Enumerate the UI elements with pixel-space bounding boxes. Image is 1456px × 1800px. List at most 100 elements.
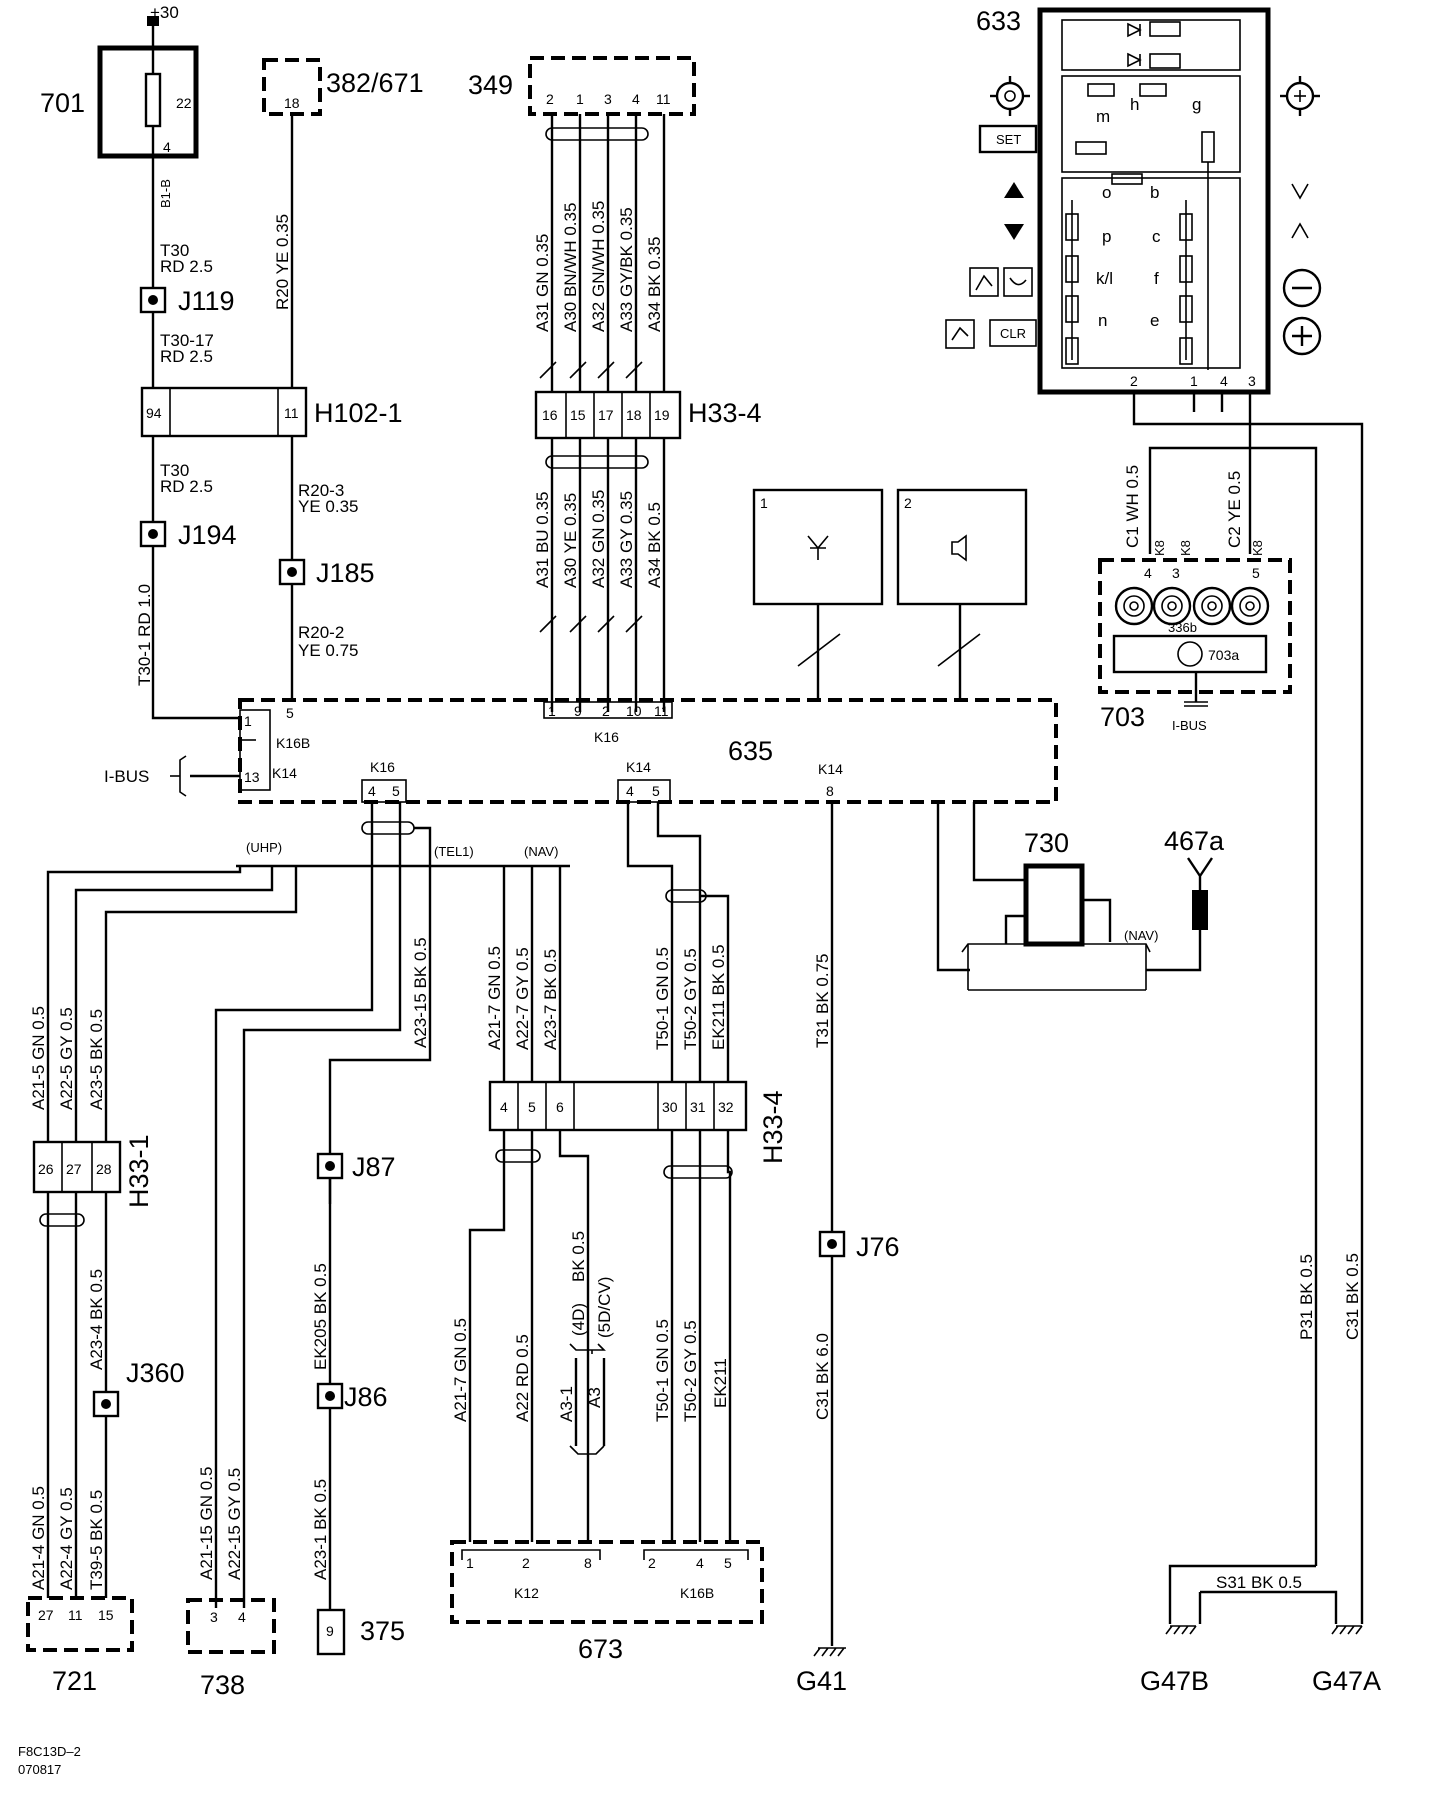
svg-text:2: 2 bbox=[648, 1555, 656, 1571]
wire-label-a225: A22-5 GY 0.5 bbox=[57, 1007, 76, 1110]
wire-label-a30a: A30 BN/WH 0.35 bbox=[561, 203, 580, 332]
svg-text:15: 15 bbox=[570, 407, 586, 423]
wire-label-ye05: C2 YE 0.5 bbox=[1225, 471, 1244, 548]
ground-g41-label: G41 bbox=[796, 1666, 847, 1696]
connector-j87: J87 bbox=[316, 1152, 396, 1182]
wire-label-bk05: BK 0.5 bbox=[569, 1231, 588, 1282]
wire-label-ye035: YE 0.35 bbox=[298, 497, 359, 516]
wire-label-k8b: K8 bbox=[1178, 540, 1193, 556]
svg-text:6: 6 bbox=[556, 1099, 564, 1115]
wire-label-b1b: B1-B bbox=[158, 179, 173, 208]
microphone-box: 1 bbox=[752, 488, 884, 700]
switch-o: o bbox=[1102, 183, 1111, 202]
component-375-label: 375 bbox=[360, 1616, 405, 1646]
component-382-label: 382/671 bbox=[326, 68, 424, 98]
wire-label-t502: T50-2 GY 0.5 bbox=[681, 948, 700, 1050]
label-k12: K12 bbox=[514, 1585, 539, 1601]
wire-label-s31: S31 BK 0.5 bbox=[1216, 1573, 1302, 1592]
chevron-up-icon bbox=[1291, 222, 1309, 239]
wire-label-k8c: K8 bbox=[1250, 540, 1265, 556]
component-703-label: 703 bbox=[1100, 702, 1145, 732]
wire-label-d5: (5D/CV) bbox=[595, 1277, 614, 1338]
plus30-label: +30 bbox=[150, 3, 179, 22]
label-nav-right: (NAV) bbox=[1124, 928, 1158, 943]
connector-h33a: 16 15 17 18 19 H33-4 bbox=[534, 390, 762, 440]
harness-lower: (UHP) (TEL1) (NAV) bbox=[46, 802, 730, 1608]
svg-text:1: 1 bbox=[466, 1555, 474, 1571]
svg-text:3: 3 bbox=[1248, 373, 1256, 389]
svg-text:10: 10 bbox=[626, 703, 642, 719]
wire-label-a33a: A33 GY/BK 0.35 bbox=[617, 207, 636, 332]
switch-f: f bbox=[1154, 269, 1159, 288]
component-738-label: 738 bbox=[200, 1670, 245, 1700]
wire-label-r20: R20 YE 0.35 bbox=[273, 214, 292, 310]
svg-text:5: 5 bbox=[652, 783, 660, 799]
wire-label-k8a: K8 bbox=[1152, 540, 1167, 556]
switch-c: c bbox=[1152, 227, 1161, 246]
svg-text:5: 5 bbox=[724, 1555, 732, 1571]
wire-label-ek205: EK205 BK 0.5 bbox=[311, 1263, 330, 1370]
component-721: 27 11 15 721 bbox=[26, 1596, 134, 1696]
switch-n: n bbox=[1098, 311, 1107, 330]
wire-label-a2315: A23-15 BK 0.5 bbox=[411, 937, 430, 1048]
component-375: 9 375 bbox=[316, 1608, 405, 1656]
arrow-up-icon bbox=[1004, 182, 1024, 198]
speaker-icon bbox=[951, 534, 967, 562]
footer-date: 070817 bbox=[18, 1762, 61, 1777]
connector-j119-label: J119 bbox=[178, 286, 235, 316]
svg-text:18: 18 bbox=[626, 407, 642, 423]
minus-icon bbox=[1282, 268, 1322, 308]
component-467a: 467a bbox=[1164, 826, 1225, 930]
wire-label-c31a: C31 BK 6.0 bbox=[813, 1333, 832, 1420]
ground-g47b-label: G47B bbox=[1140, 1666, 1209, 1696]
antenna-icon bbox=[1187, 857, 1213, 890]
switch-kl: k/l bbox=[1096, 269, 1113, 288]
connector-h33b: 4 5 6 30 31 32 H33-4 bbox=[488, 1080, 788, 1164]
svg-text:28: 28 bbox=[96, 1161, 112, 1177]
gear-icon bbox=[990, 76, 1030, 116]
svg-text:4: 4 bbox=[632, 91, 640, 107]
wire-label-a224: A22-4 GY 0.5 bbox=[57, 1487, 76, 1590]
wire-label-a31b: A31 BU 0.35 bbox=[533, 492, 552, 588]
wire-label-a217: A21-7 GN 0.5 bbox=[485, 946, 504, 1050]
switch-p: p bbox=[1102, 227, 1111, 246]
wire-label-ek211: EK211 BK 0.5 bbox=[709, 944, 728, 1050]
label-nav-left: (NAV) bbox=[524, 844, 558, 859]
svg-text:2: 2 bbox=[602, 703, 610, 719]
svg-text:5: 5 bbox=[528, 1099, 536, 1115]
svg-text:5: 5 bbox=[392, 783, 400, 799]
connector-j360-label: J360 bbox=[126, 1358, 185, 1388]
gear-plus-icon bbox=[1280, 76, 1320, 116]
wire-label-ye075: YE 0.75 bbox=[298, 641, 359, 660]
plus-icon bbox=[1282, 316, 1322, 356]
wire-label-a235: A23-5 BK 0.5 bbox=[87, 1009, 106, 1110]
wire-label-a237: A23-7 BK 0.5 bbox=[541, 949, 560, 1050]
component-673-label: 673 bbox=[578, 1634, 623, 1664]
arrow-down-icon bbox=[1004, 224, 1024, 240]
wire-label-a32a: A32 GN/WH 0.35 bbox=[589, 201, 608, 332]
svg-text:11: 11 bbox=[656, 91, 671, 107]
component-349-label: 349 bbox=[468, 70, 513, 100]
chevron-down-icon bbox=[1291, 183, 1309, 200]
svg-text:2: 2 bbox=[1130, 373, 1138, 389]
wire-label-a231: A23-1 BK 0.5 bbox=[311, 1479, 330, 1580]
svg-text:94: 94 bbox=[146, 405, 162, 421]
label-k14b: K14 bbox=[626, 759, 651, 775]
component-703: 4 3 5 336b 703a 703 bbox=[1098, 558, 1292, 732]
svg-text:3: 3 bbox=[210, 1609, 218, 1625]
wire-label-a22: A22 RD 0.5 bbox=[513, 1334, 532, 1422]
connector-h33b-label: H33-4 bbox=[758, 1090, 788, 1164]
svg-text:4: 4 bbox=[238, 1609, 246, 1625]
wire-label-a3: A3 bbox=[585, 1387, 604, 1408]
ground-g47a: G47A bbox=[1312, 1625, 1381, 1696]
svg-text:3: 3 bbox=[1172, 565, 1180, 581]
component-349: 2 1 3 4 11 349 bbox=[468, 56, 696, 116]
wire-label-t3017: T30-17 bbox=[160, 331, 214, 350]
svg-text:8: 8 bbox=[584, 1555, 592, 1571]
connector-h33c: 26 27 28 H33-1 bbox=[32, 1134, 154, 1208]
wire-label-p31: P31 BK 0.5 bbox=[1297, 1254, 1316, 1340]
connector-h102: 94 11 H102-1 bbox=[140, 386, 403, 438]
connector-j76: J76 bbox=[818, 1230, 900, 1262]
component-336b-label: 336b bbox=[1168, 620, 1197, 635]
svg-text:9: 9 bbox=[574, 703, 582, 719]
